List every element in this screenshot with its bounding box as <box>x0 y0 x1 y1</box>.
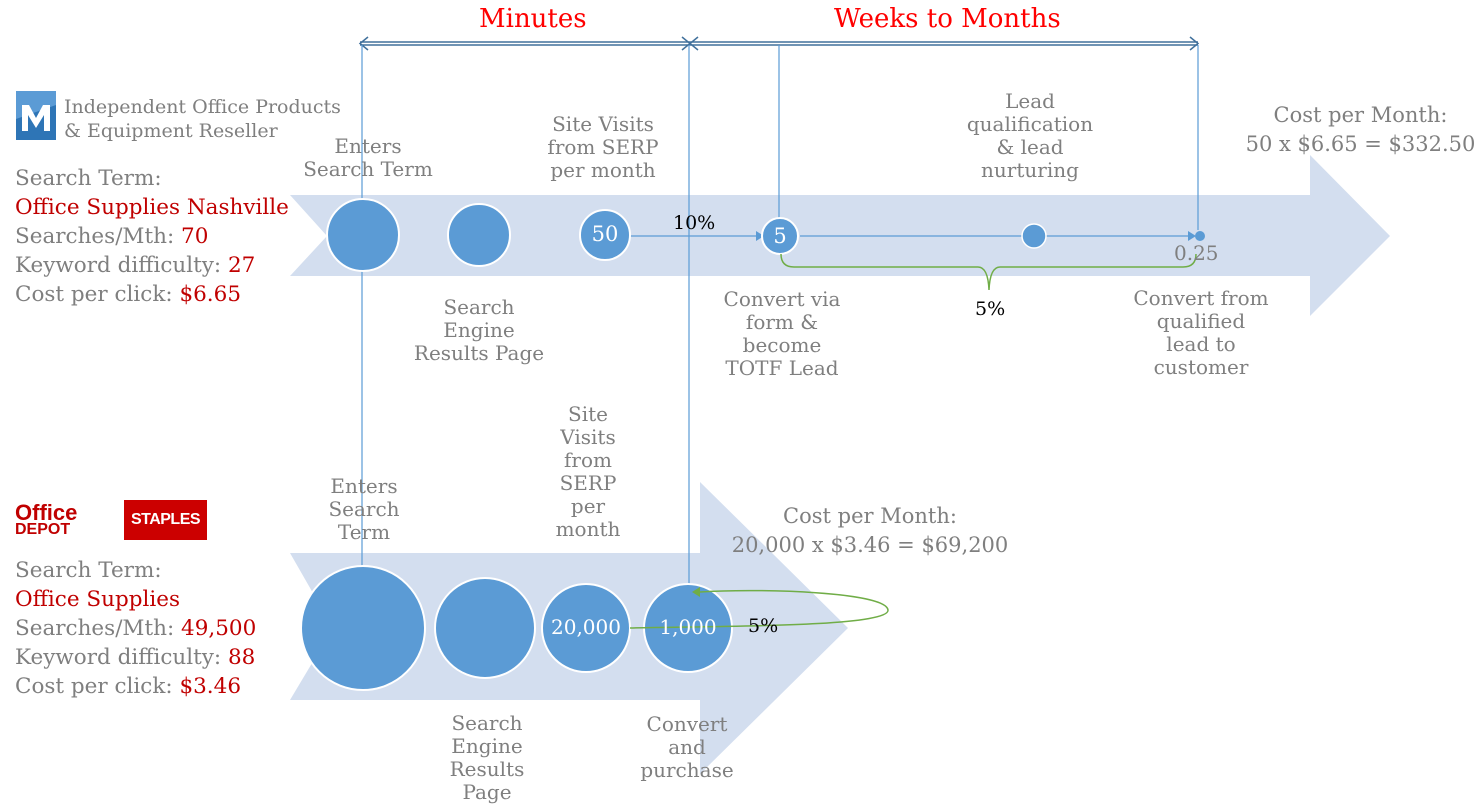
bigbox-difficulty-value: 88 <box>228 645 256 670</box>
office-depot-logo: Office DEPOT <box>15 500 78 538</box>
weeks-bracket <box>688 36 1200 51</box>
independent-searches-value: 70 <box>181 224 209 249</box>
bigbox-loop-arrowhead <box>692 587 700 597</box>
independent-step-lead: Lead qualification & lead nurturing <box>966 89 1094 182</box>
bigbox-searches-label: Searches/Mth: <box>15 616 182 641</box>
independent-serp-bubble <box>447 203 511 267</box>
independent-logo-icon <box>16 91 56 140</box>
independent-leads-bubble <box>761 217 799 255</box>
bigbox-difficulty-row: Keyword difficulty: 88 <box>15 643 255 672</box>
independent-searches-label: Searches/Mth: <box>15 224 182 249</box>
office-depot-logo-depot: DEPOT <box>15 521 71 538</box>
bigbox-cpc-row: Cost per click: $3.46 <box>15 672 241 701</box>
independent-rate-visit-to-lead: 10% <box>673 212 716 234</box>
independent-leads-value: 5 <box>773 224 787 248</box>
independent-step-serp: Search Engine Results Page <box>413 295 545 365</box>
independent-flow-line <box>630 231 1196 241</box>
independent-difficulty-row: Keyword difficulty: 27 <box>15 251 255 280</box>
bigbox-cost-title: Cost per Month: <box>783 504 957 528</box>
bigbox-search-term-label: Search Term: <box>15 558 162 583</box>
independent-customer-bubble <box>1195 231 1205 241</box>
independent-rate-lead-to-customer: 5% <box>975 298 1006 320</box>
independent-search-term-label: Search Term: <box>15 166 162 191</box>
bigbox-serp-bubble <box>434 577 536 679</box>
bigbox-step-convert: Convert and purchase <box>640 712 734 782</box>
independent-cpc-label: Cost per click: <box>15 282 180 307</box>
independent-cpc-value: $6.65 <box>179 282 242 307</box>
bigbox-conversion-loop <box>629 589 889 629</box>
independent-search-term-value: Office Supplies Nashville <box>15 195 289 220</box>
independent-searches-row: Searches/Mth: 70 <box>15 222 208 251</box>
bigbox-searches-row: Searches/Mth: 49,500 <box>15 614 256 643</box>
independent-searches-bubble <box>326 198 400 272</box>
independent-step-site-visits: Site Visits from SERP per month <box>547 112 659 182</box>
independent-step-convert: Convert via form & become TOTF Lead <box>723 287 841 380</box>
bigbox-visits-value: 20,000 <box>551 615 621 639</box>
independent-cost-formula: 50 x $6.65 = $332.50 <box>1245 132 1476 156</box>
independent-visits-value: 50 <box>591 222 619 246</box>
independent-brace <box>780 253 1197 291</box>
weeks-to-months-header: Weeks to Months <box>834 4 1061 34</box>
staples-logo: STAPLES <box>124 500 207 540</box>
independent-step-enters: Enters Search Term <box>303 134 433 181</box>
bigbox-cpc-value: $3.46 <box>179 674 242 699</box>
independent-visits-bubble <box>579 209 631 261</box>
independent-cost-title: Cost per Month: <box>1273 103 1448 127</box>
independent-difficulty-label: Keyword difficulty: <box>15 253 228 278</box>
bigbox-purchase-value: 1,000 <box>659 615 717 639</box>
office-depot-logo-office: Office <box>15 500 78 525</box>
independent-company-line2: & Equipment Reseller <box>64 120 278 142</box>
bigbox-searches-bubble <box>300 565 426 691</box>
bigbox-cost-formula: 20,000 x $3.46 = $69,200 <box>731 533 1009 557</box>
bigbox-search-term-value: Office Supplies <box>15 587 180 612</box>
independent-company-line1: Independent Office Products <box>64 96 341 118</box>
bigbox-step-enters: Enters Search Term <box>328 474 400 544</box>
independent-step-customer: Convert from qualified lead to customer <box>1133 286 1269 379</box>
bigbox-step-site-visits: Site Visits from SERP per month <box>555 402 621 541</box>
independent-difficulty-value: 27 <box>228 253 256 278</box>
minutes-bracket <box>358 36 692 51</box>
bigbox-cpc-label: Cost per click: <box>15 674 180 699</box>
bigbox-searches-value: 49,500 <box>181 616 257 641</box>
independent-nurture-bubble <box>1021 223 1047 249</box>
minutes-header: Minutes <box>479 4 587 34</box>
bigbox-difficulty-label: Keyword difficulty: <box>15 645 228 670</box>
bigbox-rate: 5% <box>748 615 779 637</box>
bigbox-step-serp: Search Engine Results Page <box>449 711 525 804</box>
independent-customers-value: 0.25 <box>1174 241 1219 265</box>
independent-cpc-row: Cost per click: $6.65 <box>15 280 241 309</box>
